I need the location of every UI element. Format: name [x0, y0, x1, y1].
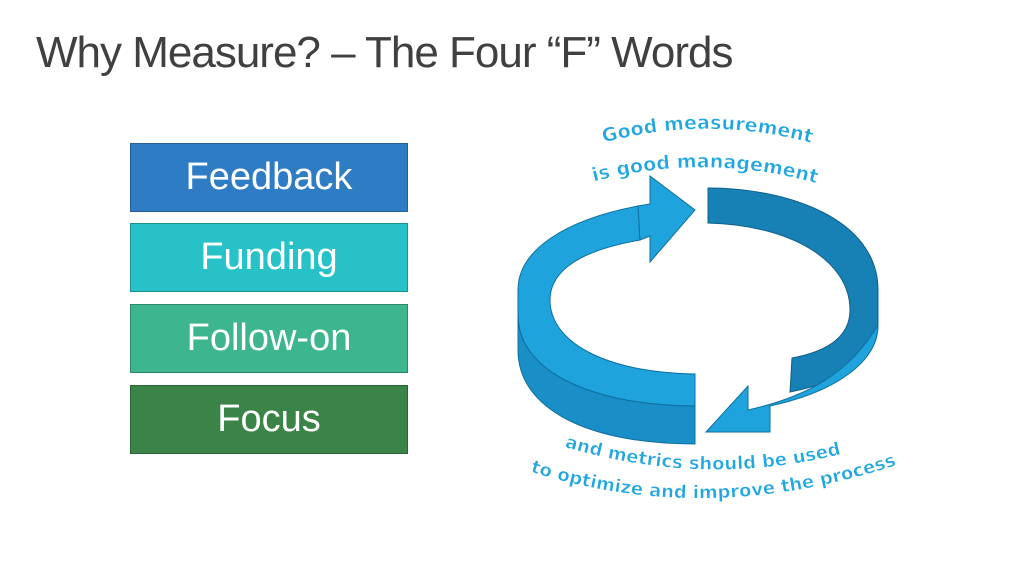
- follow-on-box: Follow-on: [130, 304, 408, 373]
- top-text-line1: Good measurement: [600, 112, 816, 148]
- feedback-box: Feedback: [130, 143, 408, 212]
- focus-box: Focus: [130, 385, 408, 454]
- cycle-band-right: [707, 187, 879, 393]
- cycle-arrow-top: [637, 174, 696, 264]
- bottom-text-line1: and metrics should be used: [563, 432, 843, 475]
- cycle-band-front: [517, 290, 696, 445]
- slide-title: Why Measure? – The Four “F” Words: [36, 28, 733, 77]
- cycle-diagram: Good measurement is good management and …: [517, 112, 899, 504]
- cycle-arrow-bottom: [704, 323, 879, 433]
- top-text-line2: is good management: [590, 150, 821, 188]
- funding-box: Funding: [130, 223, 408, 292]
